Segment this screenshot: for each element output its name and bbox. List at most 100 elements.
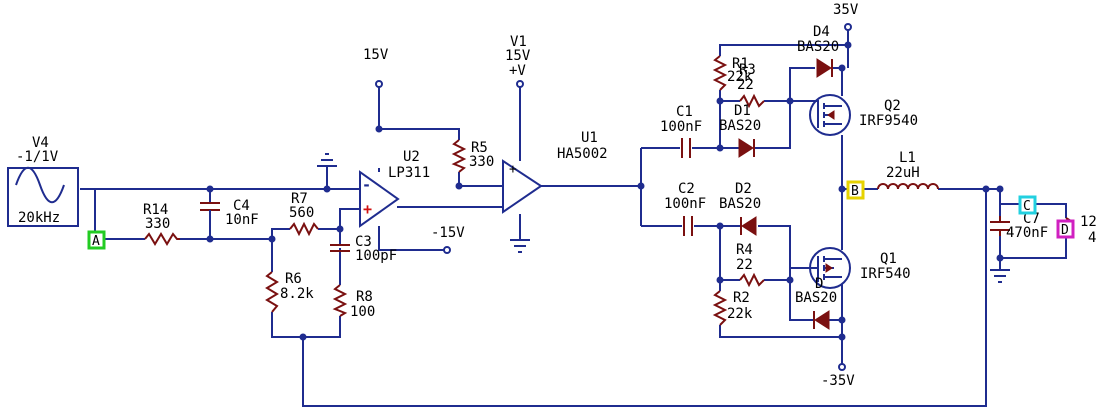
v4-freq: 20kHz bbox=[18, 210, 60, 226]
junction-dots bbox=[206, 41, 1004, 341]
resistor-r1 bbox=[712, 55, 728, 91]
sine-source-v4 bbox=[7, 166, 79, 227]
c1-name: C1 bbox=[676, 104, 693, 120]
mosfet-q1 bbox=[809, 247, 851, 289]
r6-name: R6 bbox=[285, 271, 302, 287]
c4-val: 10nF bbox=[225, 212, 259, 228]
component-labels: V4 -1/1V 20kHz R14 330 C4 10nF R7 560 C3… bbox=[16, 2, 1097, 389]
supply-neg15v: -15V bbox=[431, 225, 465, 241]
v1-node: +V bbox=[509, 63, 526, 79]
diode-d1 bbox=[738, 138, 755, 158]
v1-name: V1 bbox=[510, 34, 527, 50]
capacitor-c1 bbox=[681, 138, 691, 158]
resistor-r3 bbox=[739, 93, 765, 109]
c2-name: C2 bbox=[678, 181, 695, 197]
r3-val: 22 bbox=[737, 77, 754, 93]
probe-b-label: B bbox=[851, 184, 859, 199]
terminal-15v-v1 bbox=[516, 80, 524, 88]
r2-val: 22k bbox=[727, 306, 753, 322]
resistor-r7 bbox=[289, 221, 319, 237]
ground-symbol-3 bbox=[990, 269, 1010, 283]
r14-name: R14 bbox=[143, 202, 168, 218]
r7-name: R7 bbox=[291, 191, 308, 207]
u1-val: HA5002 bbox=[557, 146, 608, 162]
probe-a[interactable]: A bbox=[87, 230, 106, 250]
r1-val: 22k bbox=[727, 69, 753, 85]
l1-name: L1 bbox=[899, 150, 916, 166]
diode-d3 bbox=[813, 310, 830, 330]
c1-val: 100nF bbox=[660, 119, 702, 135]
d2-val: BAS20 bbox=[719, 196, 761, 212]
resistor-r5 bbox=[451, 139, 467, 173]
capacitor-c4 bbox=[200, 202, 220, 218]
d1-name: D1 bbox=[734, 103, 751, 119]
r6-val: 8.2k bbox=[280, 286, 314, 302]
q2-name: Q2 bbox=[884, 98, 901, 114]
d4-val: BAS20 bbox=[797, 39, 839, 55]
resistor-r2 bbox=[712, 290, 728, 326]
supply-neg35v: -35V bbox=[821, 373, 855, 389]
c7-name: C7 bbox=[1023, 211, 1040, 227]
capacitor-c2 bbox=[683, 216, 693, 236]
r5-val: 330 bbox=[469, 154, 494, 170]
q1-val: IRF540 bbox=[860, 266, 911, 282]
comparator-u2 bbox=[359, 168, 400, 228]
probe-d-label: D bbox=[1061, 223, 1069, 238]
comparator-plus-sign: + bbox=[363, 200, 372, 218]
buffer-u1 bbox=[502, 159, 543, 214]
mosfet-q2 bbox=[809, 94, 851, 136]
r14-val: 330 bbox=[145, 216, 170, 232]
load-val-b: 4 bbox=[1088, 230, 1096, 246]
q1-name: Q1 bbox=[880, 251, 897, 267]
terminal-35v bbox=[844, 23, 852, 31]
d3-val: BAS20 bbox=[795, 290, 837, 306]
r4-val: 22 bbox=[736, 257, 753, 273]
u1-name: U1 bbox=[581, 130, 598, 146]
inductor-l1 bbox=[877, 183, 939, 190]
r8-val: 100 bbox=[350, 304, 375, 320]
v4-name: V4 bbox=[32, 135, 49, 151]
resistor-r6 bbox=[265, 271, 279, 313]
q2-val: IRF9540 bbox=[859, 113, 918, 129]
terminal-neg35v bbox=[838, 363, 846, 371]
comparator-minus-sign: - bbox=[362, 176, 371, 194]
probe-c[interactable]: C bbox=[1018, 195, 1037, 215]
v4-amp: -1/1V bbox=[16, 149, 59, 165]
terminal-15v-left bbox=[375, 80, 383, 88]
diode-d2 bbox=[740, 216, 757, 236]
r1-name: R1 bbox=[732, 56, 749, 72]
terminal-neg15v bbox=[443, 246, 451, 254]
resistor-r4 bbox=[739, 272, 765, 288]
resistor-r14 bbox=[144, 232, 180, 246]
r7-val: 560 bbox=[289, 205, 314, 221]
load-val-a: 12 bbox=[1080, 214, 1097, 230]
diode-d4 bbox=[816, 58, 833, 78]
v1-val: 15V bbox=[505, 48, 531, 64]
d1-val: BAS20 bbox=[719, 118, 761, 134]
ground-symbol-1 bbox=[317, 153, 337, 168]
r3-name: R3 bbox=[739, 62, 756, 78]
d3-name: D bbox=[815, 276, 823, 292]
resistor-r8 bbox=[332, 284, 348, 317]
probe-b[interactable]: B bbox=[846, 180, 865, 200]
d2-name: D2 bbox=[735, 181, 752, 197]
probe-c-label: C bbox=[1023, 199, 1031, 214]
capacitor-c3 bbox=[330, 244, 350, 252]
c3-val: 100pF bbox=[355, 248, 397, 264]
c7-val: 470nF bbox=[1006, 225, 1048, 241]
r5-name: R5 bbox=[471, 140, 488, 156]
u2-val: LP311 bbox=[388, 165, 430, 181]
u2-name: U2 bbox=[403, 149, 420, 165]
c3-name: C3 bbox=[355, 234, 372, 250]
probe-a-label: A bbox=[92, 234, 100, 249]
r4-name: R4 bbox=[736, 242, 753, 258]
supply-35v: 35V bbox=[833, 2, 859, 18]
ground-symbol-2 bbox=[510, 239, 530, 253]
capacitor-c7 bbox=[990, 216, 1010, 236]
c4-name: C4 bbox=[233, 198, 250, 214]
c2-val: 100nF bbox=[664, 196, 706, 212]
r8-name: R8 bbox=[356, 289, 373, 305]
probe-d[interactable]: D bbox=[1056, 219, 1075, 239]
